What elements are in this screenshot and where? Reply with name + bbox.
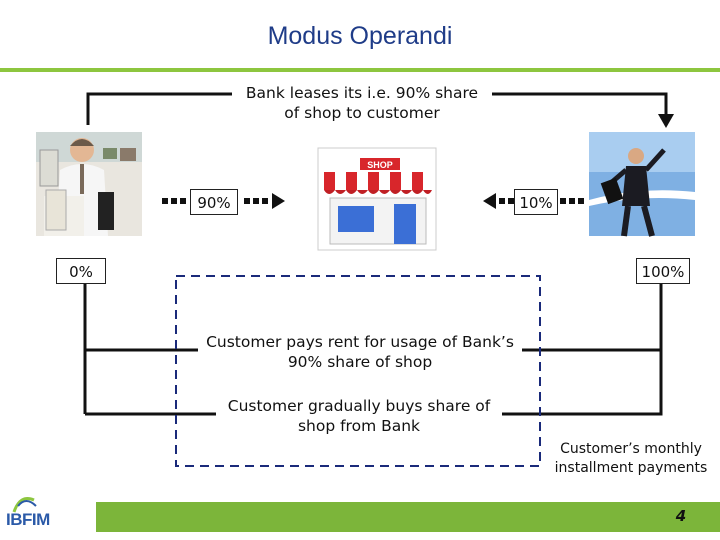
lease-description: Bank leases its i.e. 90% share of shop t… <box>245 84 479 122</box>
footer-bar <box>96 502 720 532</box>
rent-description: Customer pays rent for usage of Bank’s 9… <box>206 333 514 371</box>
businessman-finish-icon <box>589 132 695 237</box>
process-dashed-box <box>175 275 541 467</box>
installment-caption: Customer’s monthly installment payments <box>554 441 708 476</box>
banker-icon <box>36 132 142 236</box>
lease-line-right <box>492 92 668 122</box>
lease-line-left <box>86 92 232 125</box>
customer-share-label: 10% <box>514 189 558 215</box>
customer-share-arrow-right <box>560 198 584 204</box>
slide-title: Modus Operandi <box>267 22 453 50</box>
shop-sign-text: SHOP <box>367 160 393 170</box>
start-ownership-label: 0% <box>56 258 106 284</box>
bank-share-label: 90% <box>190 189 238 215</box>
title-divider <box>0 68 720 72</box>
page-number: 4 <box>675 507 687 525</box>
buy-line-right <box>502 284 663 416</box>
ibfim-logo-icon <box>12 497 37 513</box>
customer-share-arrow-left <box>483 193 514 209</box>
shop-icon: SHOP <box>317 147 437 251</box>
bank-share-arrow-left <box>162 198 186 204</box>
bank-share-arrow-right <box>244 193 285 209</box>
buy-description: Customer gradually buys share of shop fr… <box>227 397 491 435</box>
logo-wordmark: IBFIM <box>6 510 50 529</box>
end-ownership-label: 100% <box>636 258 690 284</box>
lease-arrowhead <box>658 114 674 128</box>
rent-line-left <box>83 284 198 352</box>
